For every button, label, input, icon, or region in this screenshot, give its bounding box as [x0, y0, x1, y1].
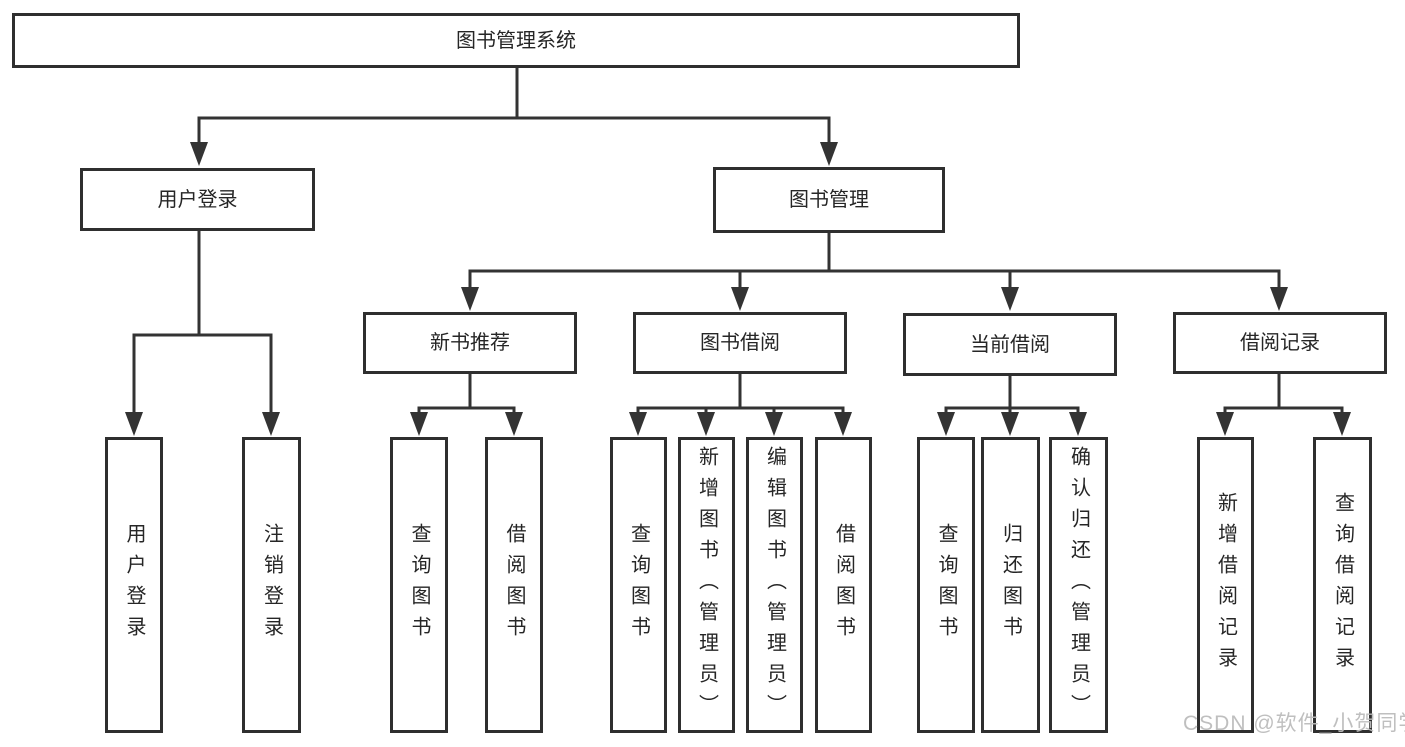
node-book-borrowing: 图书借阅: [633, 312, 847, 374]
leaf-user-login-label: 用户登录: [123, 523, 145, 647]
connector-user-login-branch: [132, 231, 273, 414]
node-book-management-label: 图书管理: [789, 189, 869, 211]
node-borrowing-records-label: 借阅记录: [1240, 332, 1320, 354]
leaf-return-books-label: 归还图书: [999, 523, 1022, 647]
leaf-add-borrow-record: 新增借阅记录: [1197, 437, 1254, 733]
arrowheads-level3: [461, 287, 1288, 311]
arrowheads-user-login-branch: [125, 412, 280, 436]
leaf-confirm-return-admin-label: 确认归还（管理员）: [1067, 445, 1090, 725]
node-new-book-recommendation: 新书推荐: [363, 312, 577, 374]
leaf-query-books-borrowing: 查询图书: [610, 437, 667, 733]
watermark: CSDN @软件_小贺同学: [1183, 712, 1405, 735]
leaf-query-books-current: 查询图书: [917, 437, 975, 733]
leaf-query-borrow-record-label: 查询借阅记录: [1331, 492, 1354, 678]
leaf-edit-books-admin-label: 编辑图书（管理员）: [763, 445, 786, 725]
node-book-management: 图书管理: [713, 167, 945, 233]
leaf-add-books-admin-label: 新增图书（管理员）: [695, 445, 718, 725]
leaf-borrow-books-recommend-label: 借阅图书: [503, 523, 525, 647]
leaf-user-login: 用户登录: [105, 437, 163, 733]
connector-new-book-branch: [417, 374, 516, 414]
leaf-add-books-admin: 新增图书（管理员）: [678, 437, 735, 733]
connector-book-management-branch: [468, 233, 1281, 290]
node-library-system: 图书管理系统: [12, 13, 1020, 68]
leaf-query-borrow-record: 查询借阅记录: [1313, 437, 1372, 733]
node-current-borrowing: 当前借阅: [903, 313, 1117, 376]
leaf-edit-books-admin: 编辑图书（管理员）: [746, 437, 803, 733]
node-borrowing-records: 借阅记录: [1173, 312, 1387, 374]
node-current-borrowing-label: 当前借阅: [970, 333, 1050, 356]
connector-book-borrow-branch: [636, 374, 845, 414]
leaf-logout-label: 注销登录: [260, 523, 283, 647]
leaf-confirm-return-admin: 确认归还（管理员）: [1049, 437, 1108, 733]
leaf-borrow-books-borrowing: 借阅图书: [815, 437, 872, 733]
node-user-login: 用户登录: [80, 168, 315, 231]
node-library-system-label: 图书管理系统: [456, 29, 576, 52]
leaf-borrow-books-recommend: 借阅图书: [485, 437, 543, 733]
arrowheads-leaves: [410, 412, 1351, 436]
connector-borrow-records-branch: [1223, 374, 1344, 414]
node-new-book-recommendation-label: 新书推荐: [430, 332, 510, 354]
leaf-return-books: 归还图书: [981, 437, 1040, 733]
connector-root-to-level2: [197, 67, 831, 145]
leaf-query-books-borrowing-label: 查询图书: [627, 523, 650, 647]
leaf-query-books-recommend-label: 查询图书: [408, 523, 430, 647]
arrowheads-level2: [190, 142, 838, 166]
leaf-borrow-books-borrowing-label: 借阅图书: [832, 523, 855, 647]
leaf-logout: 注销登录: [242, 437, 301, 733]
connector-current-borrow-branch: [944, 375, 1080, 414]
leaf-add-borrow-record-label: 新增借阅记录: [1214, 492, 1237, 678]
node-user-login-label: 用户登录: [157, 188, 238, 211]
leaf-query-books-current-label: 查询图书: [935, 523, 957, 647]
node-book-borrowing-label: 图书借阅: [700, 332, 780, 354]
leaf-query-books-recommend: 查询图书: [390, 437, 448, 733]
